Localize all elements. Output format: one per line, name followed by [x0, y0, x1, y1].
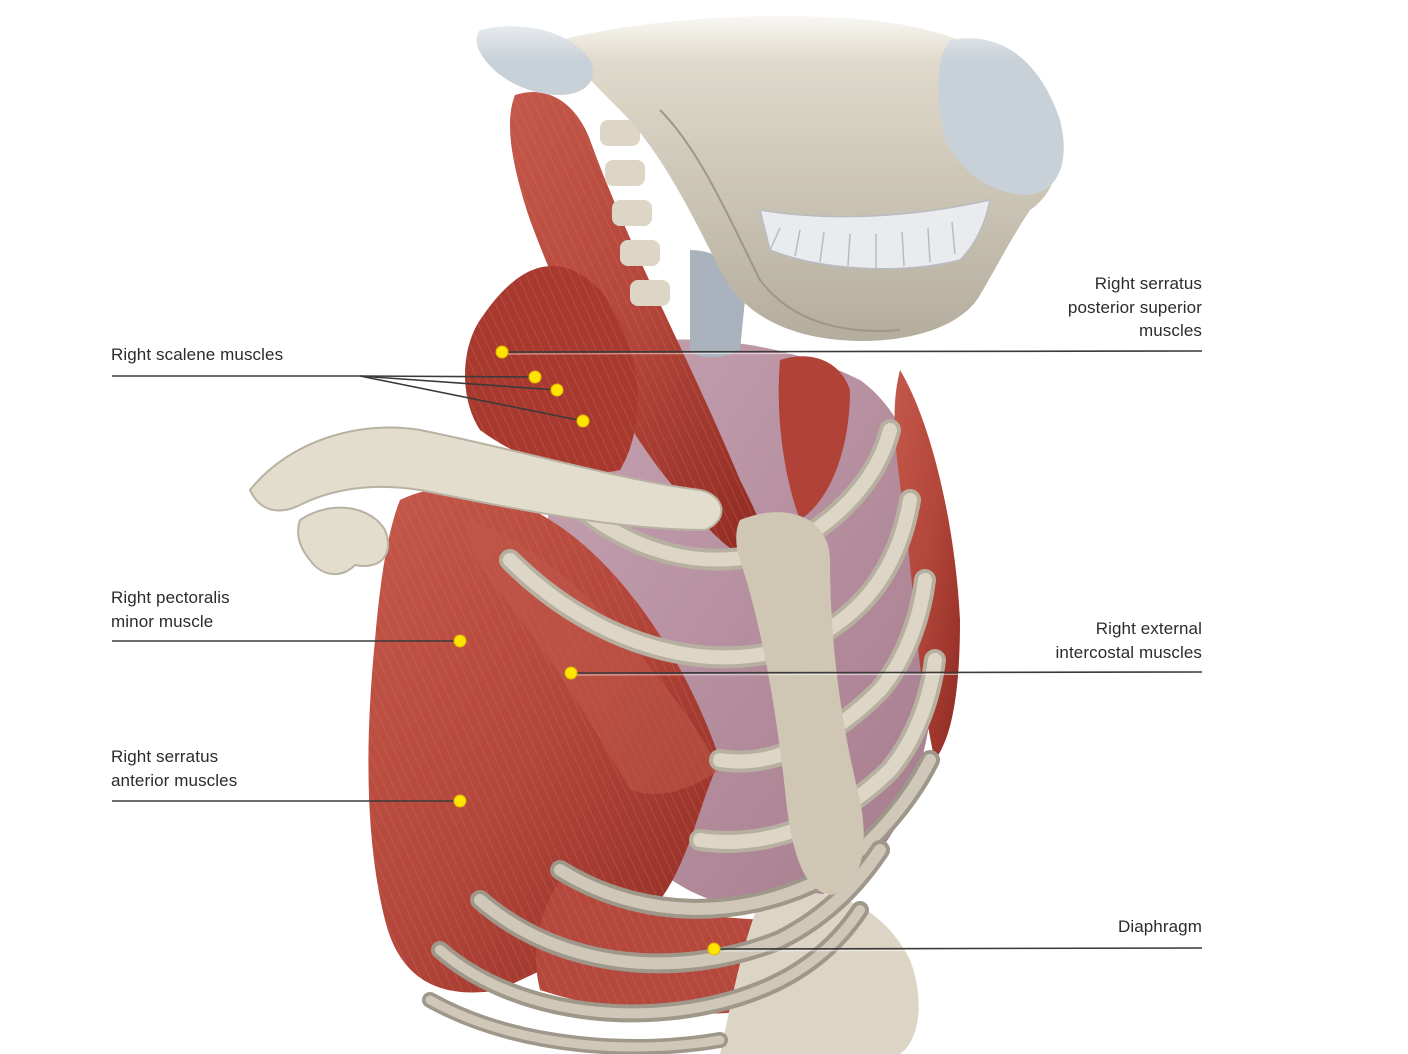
leader-line-serratus-posterior-superior [501, 350, 1203, 353]
scapula-coracoid [297, 506, 390, 575]
label-right-scalene-muscles: Right scalene muscles [111, 345, 284, 364]
label-right-external-intercostal-muscles: Right external intercostal muscles [1055, 619, 1202, 662]
lower-intercostals [536, 880, 791, 1014]
nose-cartilage [938, 38, 1064, 195]
label-diaphragm: Diaphragm [1117, 917, 1202, 936]
label-right-serratus-posterior-superior-muscles: Right serratus posterior superior muscle… [1067, 274, 1202, 340]
leader-lines-highlight [501, 352, 1203, 952]
marker-serratus-anterior [453, 794, 467, 808]
marker-diaphragm [707, 942, 721, 956]
marker-external-intercostal [564, 666, 578, 680]
marker-serratus-posterior-superior [495, 345, 509, 359]
cervical-spine [600, 120, 670, 306]
clavicle [248, 426, 723, 532]
neck-muscle [510, 92, 764, 560]
skull [560, 16, 1059, 341]
label-right-serratus-anterior-muscles: Right serratus anterior muscles [111, 747, 238, 790]
pelvis-bone [720, 892, 919, 1054]
label-right-pectoralis-minor-muscle: Right pectoralis minor muscle [111, 588, 230, 631]
sternum [736, 512, 864, 895]
scalene-region [465, 266, 850, 520]
marker-scalene-1 [528, 370, 542, 384]
leader-line-diaphragm [713, 947, 1203, 950]
marker-scalene-3 [576, 414, 590, 428]
marker-scalene-2 [550, 383, 564, 397]
marker-dots [453, 345, 721, 956]
marker-pectoralis-minor [453, 634, 467, 648]
leader-line-external-intercostal [570, 671, 1203, 674]
leader-lines [112, 350, 1203, 950]
